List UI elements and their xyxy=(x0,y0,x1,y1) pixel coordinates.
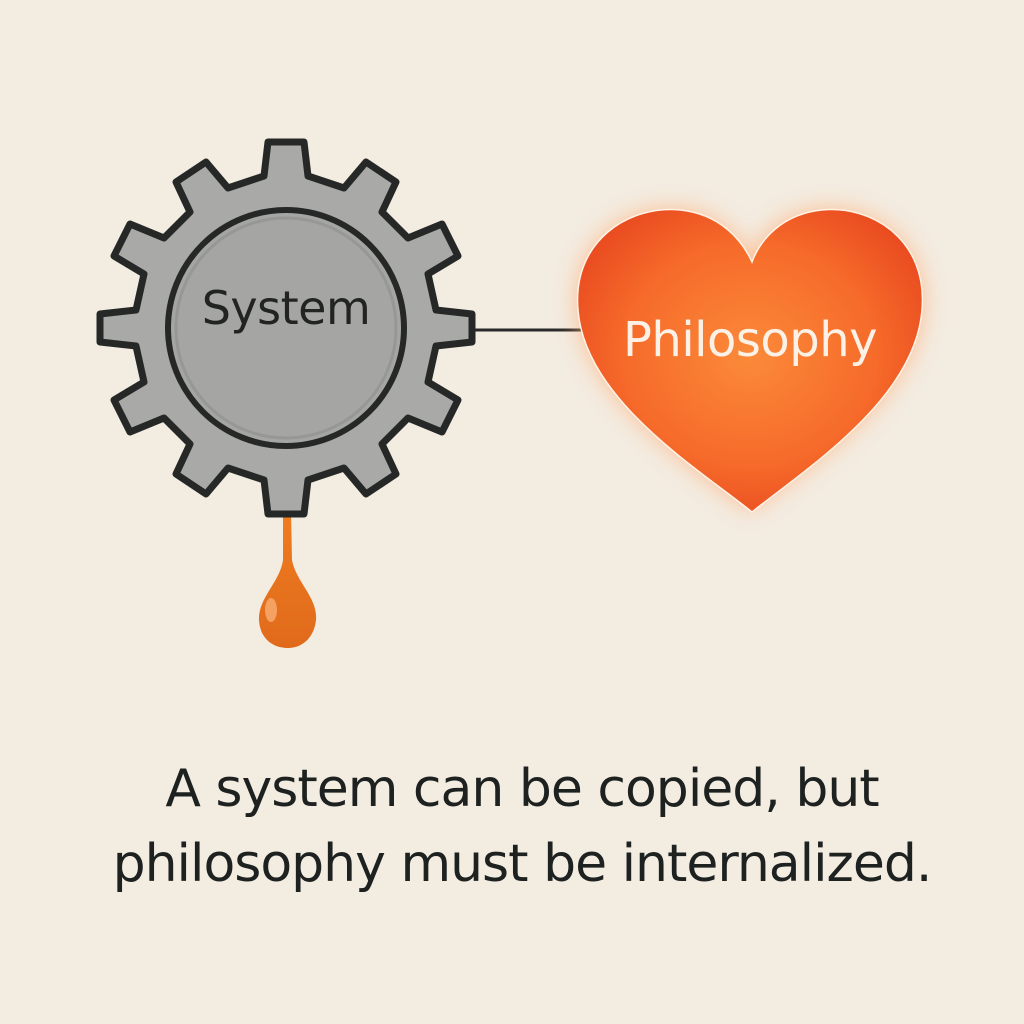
heart-icon xyxy=(576,208,924,513)
gear-label-system: System xyxy=(201,281,371,335)
caption-line-1: A system can be copied, but xyxy=(165,759,879,819)
caption: A system can be copied, but philosophy m… xyxy=(40,752,1004,902)
drop-icon xyxy=(258,512,317,648)
gear-icon xyxy=(96,138,476,518)
caption-line-2: philosophy must be internalized. xyxy=(112,834,933,894)
heart-label-philosophy: Philosophy xyxy=(622,312,878,368)
